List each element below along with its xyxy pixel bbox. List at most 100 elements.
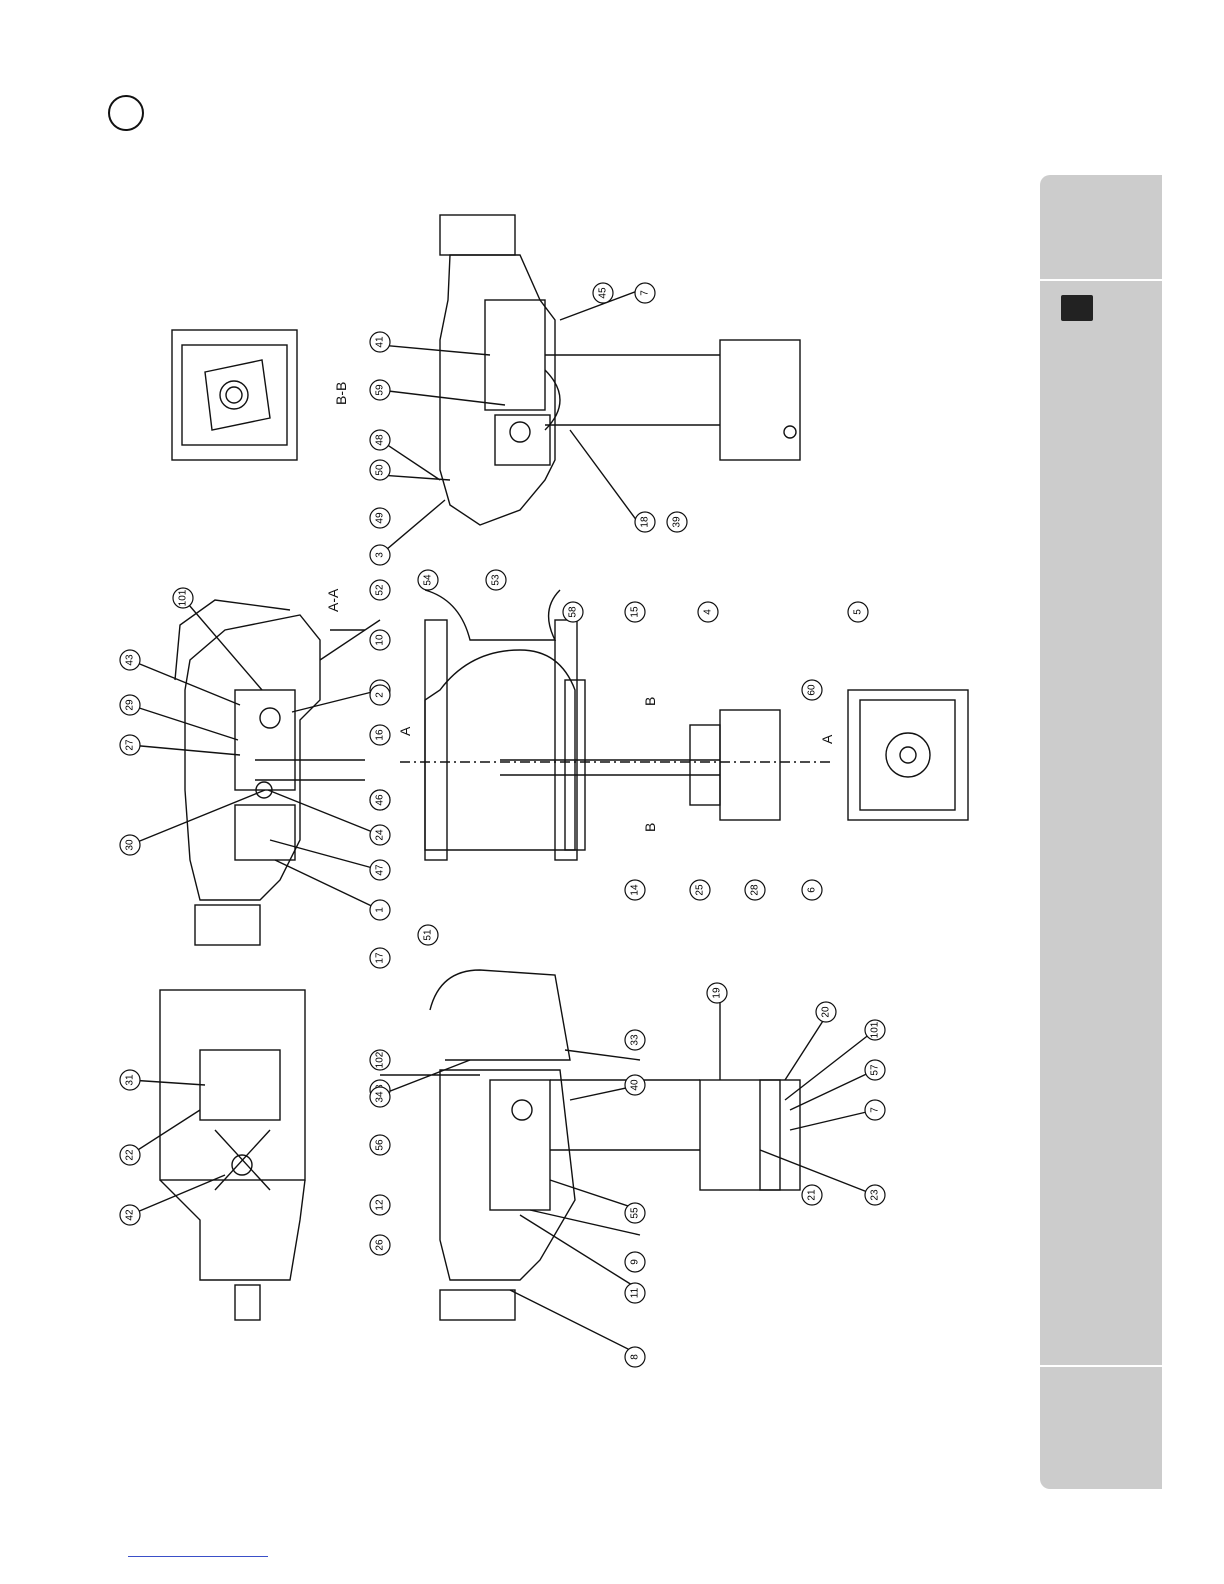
callout: 33 [625,1030,645,1050]
callout: 6 [802,880,822,900]
callout: 5 [848,602,868,622]
svg-text:3: 3 [375,552,386,558]
section-label-b-bottom: B [642,823,658,832]
view-lower-middle [430,970,800,1320]
callout: 30 [120,835,140,855]
svg-text:52: 52 [375,584,386,596]
svg-text:2: 2 [375,692,386,698]
svg-text:55: 55 [630,1207,641,1219]
svg-text:19: 19 [712,987,723,999]
callout: 57 [865,1060,885,1080]
svg-text:101: 101 [870,1021,881,1038]
svg-text:7: 7 [640,290,651,296]
svg-text:33: 33 [630,1034,641,1046]
callout: 18 [635,512,655,532]
callout: 14 [625,880,645,900]
callout: 11 [625,1283,645,1303]
svg-text:53: 53 [491,574,502,586]
callout: 45 [593,283,613,303]
svg-text:59: 59 [375,384,386,396]
svg-text:27: 27 [125,739,136,751]
callout: 34 [370,1087,390,1107]
callout: 2 [370,685,390,705]
svg-text:56: 56 [375,1139,386,1151]
callout: 48 [370,430,390,450]
svg-text:46: 46 [375,794,386,806]
callout: 26 [370,1235,390,1255]
svg-text:29: 29 [125,699,136,711]
callout: 25 [690,880,710,900]
svg-text:12: 12 [375,1199,386,1211]
callout: 52 [370,580,390,600]
svg-text:4: 4 [703,609,714,615]
section-label-bb: B-B [333,382,349,405]
view-bb-top-plate [172,330,297,460]
svg-text:54: 54 [423,574,434,586]
callout: 27 [120,735,140,755]
callout: 43 [120,650,140,670]
callout: 9 [625,1252,645,1272]
callout: 22 [120,1145,140,1165]
callout: 51 [418,925,438,945]
svg-text:22: 22 [125,1149,136,1161]
callout: 7 [635,283,655,303]
callout: 1 [370,900,390,920]
view-bb-upper-right [440,215,800,525]
callout: 101 [173,588,193,608]
svg-text:7: 7 [870,1107,881,1113]
svg-text:31: 31 [125,1074,136,1086]
view-aa-assembly [175,600,365,945]
svg-text:18: 18 [640,516,651,528]
callout: 60 [802,680,822,700]
callout: 19 [707,983,727,1003]
svg-text:51: 51 [423,929,434,941]
svg-text:101: 101 [178,589,189,606]
svg-text:8: 8 [630,1354,641,1360]
svg-text:11: 11 [630,1287,641,1298]
svg-text:39: 39 [672,516,683,528]
svg-text:45: 45 [598,287,609,299]
callout: 4 [698,602,718,622]
svg-text:47: 47 [375,864,386,876]
svg-text:28: 28 [750,884,761,896]
svg-text:42: 42 [125,1209,136,1221]
svg-text:24: 24 [375,829,386,841]
svg-text:50: 50 [375,464,386,476]
section-label-aa: A-A [325,588,341,612]
svg-text:26: 26 [375,1239,386,1251]
svg-text:10: 10 [375,634,386,646]
svg-text:34: 34 [375,1091,386,1103]
svg-text:40: 40 [630,1079,641,1091]
callout: 23 [865,1185,885,1205]
svg-text:1: 1 [375,907,386,913]
svg-text:41: 41 [375,336,386,348]
section-label-a-bottom: A [819,734,835,744]
callout: 15 [625,602,645,622]
callout: 7 [865,1100,885,1120]
callout: 47 [370,860,390,880]
svg-text:25: 25 [695,884,706,896]
svg-text:102: 102 [375,1051,386,1068]
callout: 49 [370,508,390,528]
callout: 39 [667,512,687,532]
svg-text:6: 6 [807,887,818,893]
svg-text:20: 20 [821,1006,832,1018]
svg-text:23: 23 [870,1189,881,1201]
callout: 29 [120,695,140,715]
callout: 28 [745,880,765,900]
callout: 17 [370,948,390,968]
svg-text:49: 49 [375,512,386,524]
callout: 46 [370,790,390,810]
svg-text:57: 57 [870,1064,881,1076]
callout: 40 [625,1075,645,1095]
callout: 102 [370,1050,390,1070]
view-center-column [400,590,830,860]
callout: 16 [370,725,390,745]
svg-text:48: 48 [375,434,386,446]
callout: 58 [563,602,583,622]
callout: 55 [625,1203,645,1223]
callout: 31 [120,1070,140,1090]
callout: 3 [370,545,390,565]
section-label-a-top: A [397,726,413,736]
view-square-plate [848,690,968,820]
